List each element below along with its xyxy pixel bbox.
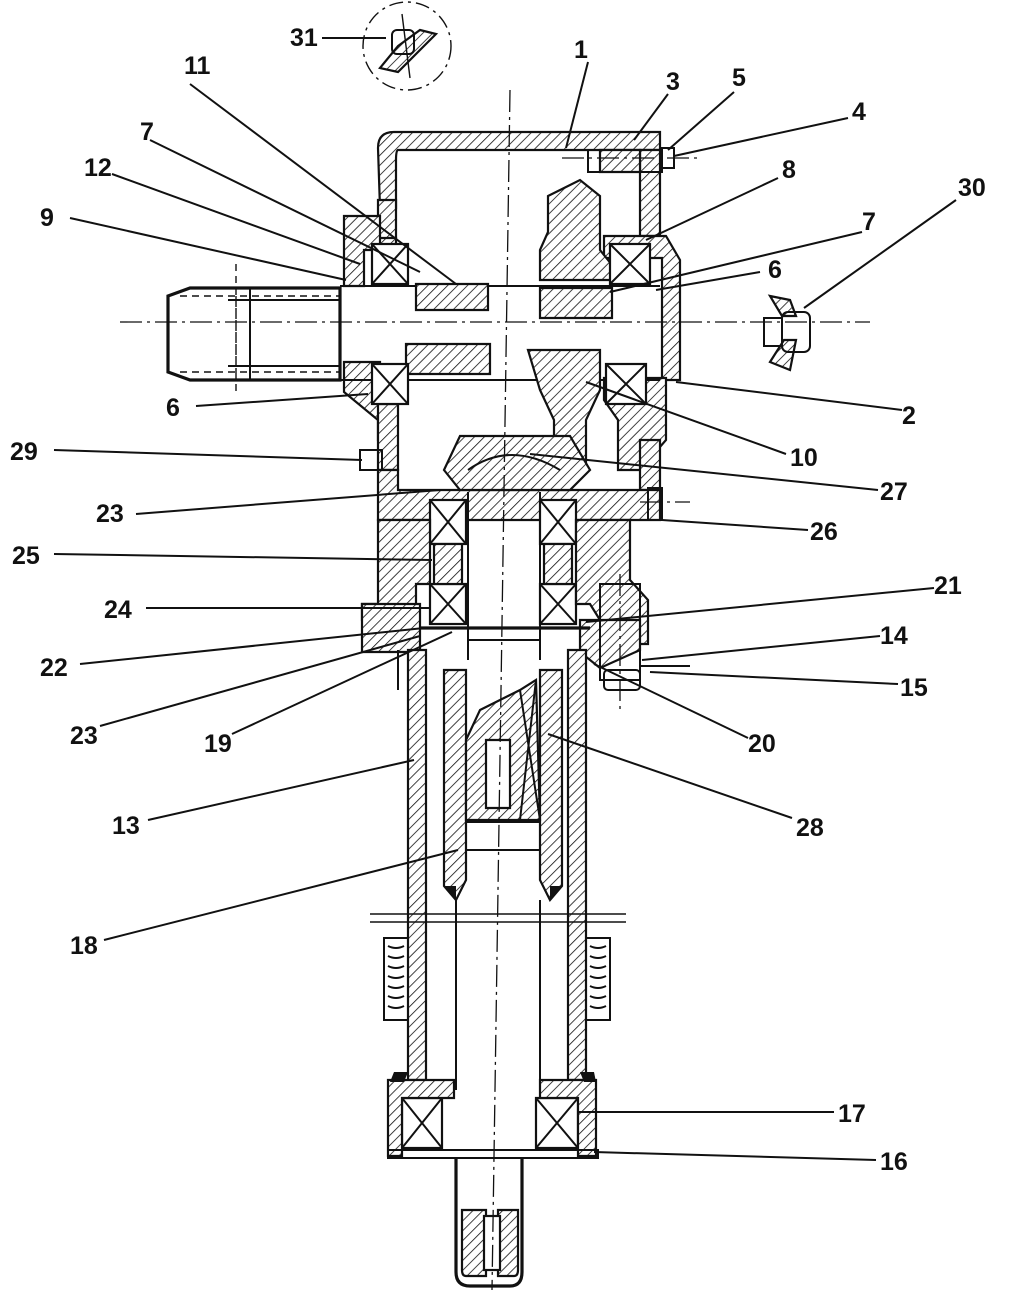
- callout-23-lower: 23: [70, 722, 98, 750]
- callout-14: 14: [880, 622, 908, 650]
- callout-28: 28: [796, 814, 824, 842]
- callout-29: 29: [10, 438, 38, 466]
- callout-13: 13: [112, 812, 140, 840]
- callout-31: 31: [290, 24, 318, 52]
- callout-26: 26: [810, 518, 838, 546]
- callout-6-right: 6: [768, 256, 782, 284]
- callout-4: 4: [852, 98, 866, 126]
- callout-7-right: 7: [862, 208, 876, 236]
- detail-30-fitting: [763, 294, 811, 372]
- callout-21: 21: [934, 572, 962, 600]
- callout-12: 12: [84, 154, 112, 182]
- input-shaft: [120, 264, 870, 396]
- callout-8: 8: [782, 156, 796, 184]
- bearing-upper-right: [608, 242, 652, 286]
- output-stub: [454, 1158, 524, 1288]
- bearing-lower-left: [370, 362, 410, 406]
- callout-25: 25: [12, 542, 40, 570]
- output-housing: [360, 518, 690, 710]
- callout-10: 10: [790, 444, 818, 472]
- callout-5: 5: [732, 64, 746, 92]
- callout-labels: 1 2 3 4 5 6 6 7 7 8 9 10 11 12 13 14 15 …: [10, 24, 986, 1176]
- bottom-bearing-housing: [386, 1072, 599, 1159]
- callout-2: 2: [902, 402, 916, 430]
- detail-31-inset: [362, 1, 452, 91]
- callout-15: 15: [900, 674, 928, 702]
- inner-shaft-lower: [425, 900, 569, 1090]
- callout-1: 1: [574, 36, 588, 64]
- callout-17: 17: [838, 1100, 866, 1128]
- callout-6-left: 6: [166, 394, 180, 422]
- callout-20: 20: [748, 730, 776, 758]
- callout-27: 27: [880, 478, 908, 506]
- vertical-centerline: [491, 89, 511, 1291]
- pinion-gear: [404, 282, 492, 376]
- callout-16: 16: [880, 1148, 908, 1176]
- bearing-lower-right: [604, 362, 648, 406]
- leader-lines: [53, 37, 957, 1161]
- sleeve-18: [442, 668, 564, 902]
- springs: [383, 937, 611, 1021]
- callout-7-left: 7: [140, 118, 154, 146]
- bearing-output-bottom: [400, 1096, 580, 1150]
- callout-24: 24: [104, 596, 132, 624]
- callout-9: 9: [40, 204, 54, 232]
- callout-22: 22: [40, 654, 68, 682]
- callout-30: 30: [958, 174, 986, 202]
- callout-19: 19: [204, 730, 232, 758]
- clutch-28: [464, 678, 542, 822]
- callout-23-upper: 23: [96, 500, 124, 528]
- crown-gear: [442, 434, 592, 492]
- callout-11: 11: [184, 52, 211, 80]
- vertical-shaft: [467, 492, 541, 660]
- callout-3: 3: [666, 68, 680, 96]
- callout-18: 18: [70, 932, 98, 960]
